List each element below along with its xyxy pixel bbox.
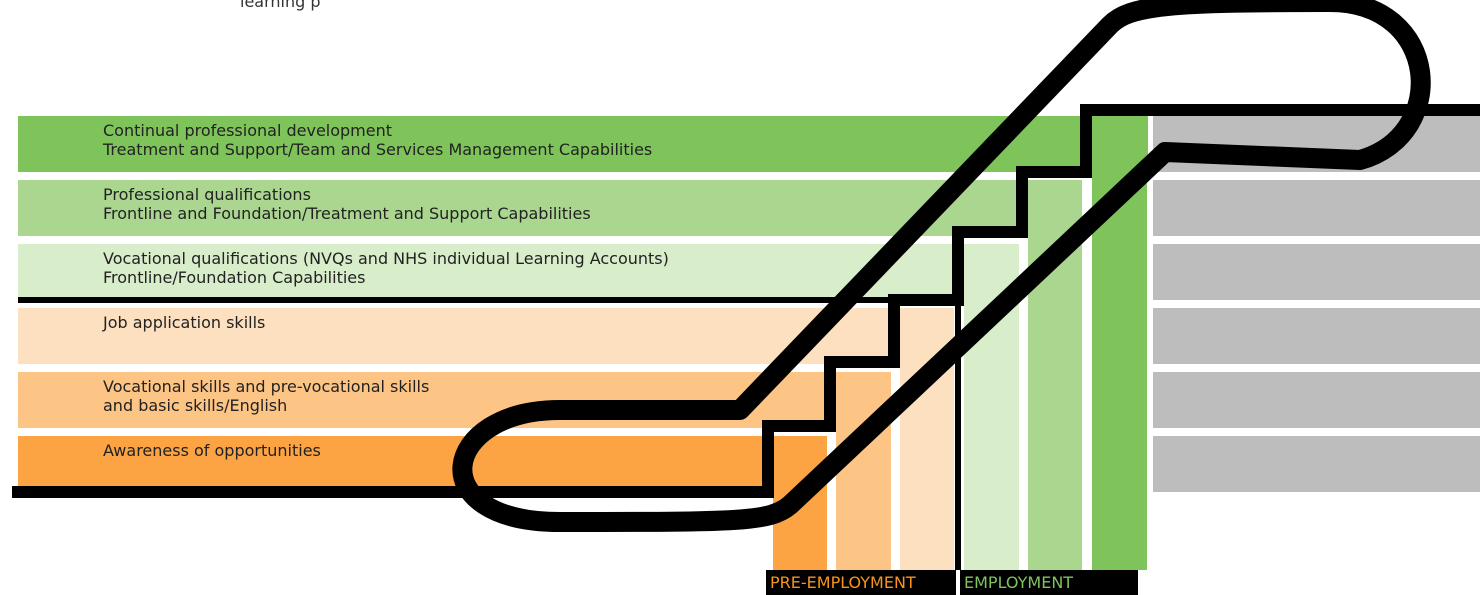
band-vocational-skills-title: Vocational skills and pre-vocational ski… bbox=[103, 377, 430, 396]
grey-block-1 bbox=[1153, 116, 1480, 172]
band-awareness-title: Awareness of opportunities bbox=[103, 441, 321, 460]
band-professional-qualifications: Professional qualifications Frontline an… bbox=[18, 180, 1080, 236]
grey-block-2 bbox=[1153, 180, 1480, 236]
band-cpd-title: Continual professional development bbox=[103, 121, 393, 140]
column-vocational-qualifications bbox=[964, 244, 1019, 570]
grey-block-4 bbox=[1153, 308, 1480, 364]
grey-block-3 bbox=[1153, 244, 1480, 300]
band-vocational-skills: Vocational skills and pre-vocational ski… bbox=[18, 372, 890, 428]
column-job-application bbox=[900, 308, 954, 570]
employment-label: EMPLOYMENT bbox=[960, 570, 1138, 595]
grey-block-5 bbox=[1153, 372, 1480, 428]
grey-block-6 bbox=[1153, 436, 1480, 492]
pre-employment-text: PRE-EMPLOYMENT bbox=[770, 573, 916, 592]
band-job-title: Job application skills bbox=[103, 313, 266, 332]
band-vocational-title: Vocational qualifications (NVQs and NHS … bbox=[103, 249, 669, 268]
band-vocational-skills-subtitle: and basic skills/English bbox=[103, 396, 288, 415]
pre-employment-label: PRE-EMPLOYMENT bbox=[766, 570, 956, 595]
band-cpd: Continual professional development Treat… bbox=[18, 116, 1148, 172]
band-vocational-subtitle: Frontline/Foundation Capabilities bbox=[103, 268, 366, 287]
band-professional-subtitle: Frontline and Foundation/Treatment and S… bbox=[103, 204, 591, 223]
band-professional-title: Professional qualifications bbox=[103, 185, 311, 204]
band-job-application-skills: Job application skills bbox=[18, 308, 952, 364]
top-text-fragment: learning p bbox=[240, 0, 321, 11]
band-cpd-subtitle: Treatment and Support/Team and Services … bbox=[103, 140, 653, 159]
column-awareness bbox=[773, 436, 827, 570]
employment-text: EMPLOYMENT bbox=[964, 573, 1074, 592]
band-awareness: Awareness of opportunities bbox=[18, 436, 826, 492]
column-vocational-skills bbox=[836, 372, 891, 570]
column-professional-qualifications bbox=[1028, 180, 1082, 570]
column-cpd bbox=[1092, 116, 1147, 570]
band-vocational-qualifications: Vocational qualifications (NVQs and NHS … bbox=[18, 244, 1016, 300]
